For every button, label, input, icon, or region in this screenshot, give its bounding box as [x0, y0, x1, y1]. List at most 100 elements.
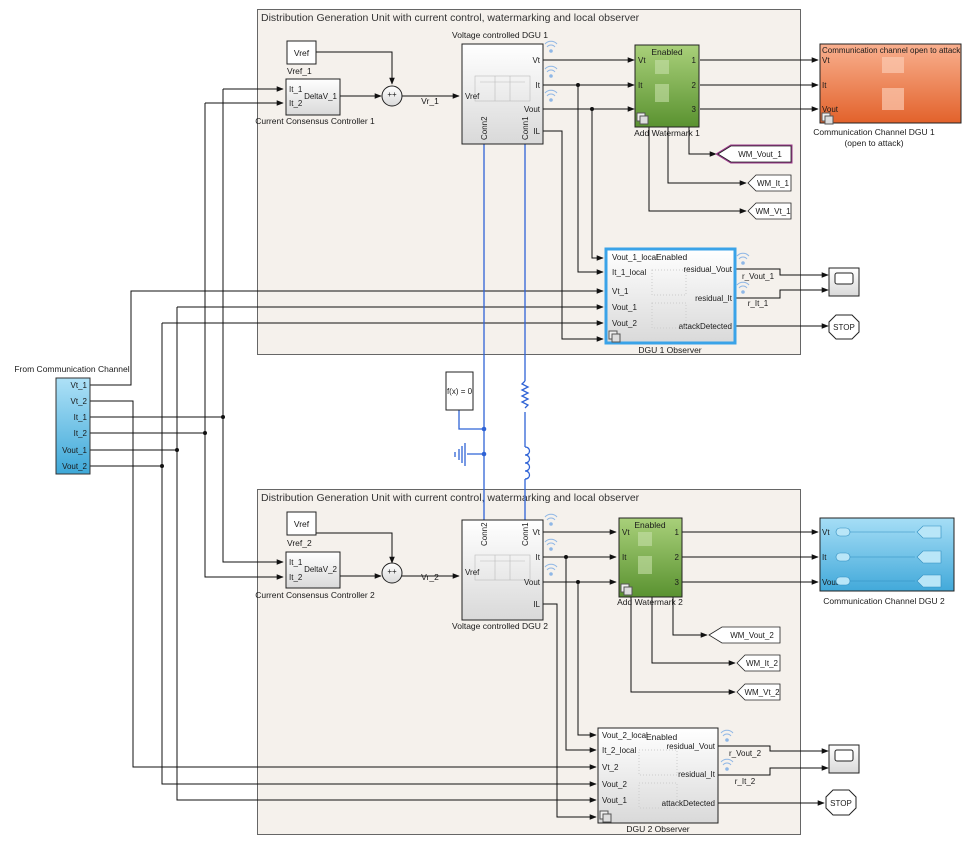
port-label: Vt	[622, 528, 630, 537]
enabled-label: Enabled	[651, 47, 682, 57]
port-label: Vt_1	[612, 287, 629, 296]
port-label: Vout_1	[602, 796, 627, 805]
vref-1-block[interactable]: Vref	[286, 40, 317, 65]
goto-tag-wm-it-2[interactable]: WM_It_2	[736, 654, 781, 672]
goto-label: WM_Vout_1	[738, 150, 782, 159]
port-label: Conn2	[480, 522, 489, 546]
watermark-1-caption: Add Watermark 1	[634, 128, 700, 138]
port-label: 3	[675, 578, 680, 587]
vref-label: Vref	[294, 519, 310, 529]
sum-block-2[interactable]: ++	[381, 562, 403, 584]
from-channel-caption: From Communication Channel	[14, 364, 129, 374]
port-label: It	[622, 553, 627, 562]
port-label: Vout_1_local	[612, 253, 658, 262]
port-label: It	[822, 553, 827, 562]
dgu-1-observer-subsystem[interactable]: Vout_1_local Enabled It_1_local Vt_1 Vou…	[604, 247, 737, 345]
current-consensus-controller-2[interactable]: It_1 It_2 DeltaV_2	[285, 551, 341, 589]
port-label: It	[536, 553, 541, 562]
port-label: 2	[675, 553, 680, 562]
scope-block-1[interactable]	[828, 267, 860, 297]
goto-label: WM_Vt_1	[755, 207, 791, 216]
port-label: 1	[675, 528, 680, 537]
communication-channel-dgu-2[interactable]: Vt It Vout	[819, 517, 955, 592]
vref-1-caption: Vref_1	[287, 66, 312, 76]
scope-block-2[interactable]	[828, 744, 860, 774]
port-label: 2	[692, 81, 697, 90]
port-label: It_2_local	[602, 746, 636, 755]
inductor-icon[interactable]	[524, 446, 531, 480]
signal-label: r_It_1	[748, 299, 769, 308]
enable-port-icon	[821, 112, 834, 125]
stop-block-1[interactable]: STOP	[828, 314, 860, 340]
solver-label: f(x) = 0	[447, 387, 473, 396]
add-watermark-1-subsystem[interactable]: Enabled Vt It 1 2 3	[634, 44, 700, 128]
stop-label: STOP	[830, 799, 852, 808]
wireless-signal-icon	[736, 252, 750, 294]
enable-port-icon	[608, 330, 621, 343]
plant-2-caption: Voltage controlled DGU 2	[452, 621, 548, 631]
port-label: attackDetected	[679, 322, 732, 331]
communication-channel-dgu-1[interactable]: Communication channel open to attack Vt …	[819, 43, 962, 125]
dgu-2-observer-subsystem[interactable]: Vout_2_local Enabled It_2_local Vt_2 Vou…	[597, 727, 719, 824]
port-label: Vt_2	[602, 763, 619, 772]
wire-vt2[interactable]	[90, 400, 597, 770]
port-label: It	[822, 81, 827, 90]
port-label: It_2	[74, 429, 88, 438]
area-title: Distribution Generation Unit with curren…	[261, 12, 640, 24]
observer-2-caption: DGU 2 Observer	[626, 824, 689, 834]
port-label: It_1	[74, 413, 88, 422]
add-watermark-2-subsystem[interactable]: Enabled Vt It 1 2 3	[618, 517, 683, 598]
port-label: Vout_2	[62, 462, 87, 471]
port-label: Vout	[524, 578, 541, 587]
port-label: Vout_2	[612, 319, 637, 328]
wire-vt1[interactable]	[90, 288, 604, 386]
port-label: Vt	[822, 56, 830, 65]
sum-signs: ++	[387, 90, 397, 99]
goto-label: WM_Vt_2	[744, 688, 780, 697]
goto-label: WM_It_1	[757, 179, 790, 188]
port-label: 1	[692, 56, 697, 65]
goto-tag-wm-vout-1[interactable]: WM_Vout_1	[715, 144, 793, 164]
resistor-icon[interactable]	[520, 380, 530, 409]
goto-tag-wm-vt-1[interactable]: WM_Vt_1	[747, 202, 792, 220]
ground-icon[interactable]	[454, 443, 466, 466]
controller-1-caption: Current Consensus Controller 1	[255, 116, 375, 126]
signal-label: Vr_2	[421, 572, 439, 582]
voltage-controlled-dgu-2[interactable]: Vref Vt It Vout IL Conn2 Conn1	[461, 519, 544, 621]
from-channel-block[interactable]: Vt_1 Vt_2 It_1 It_2 Vout_1 Vout_2	[55, 377, 91, 475]
sum-block-1[interactable]: ++	[381, 85, 403, 107]
port-label: attackDetected	[662, 799, 715, 808]
current-consensus-controller-1[interactable]: It_1 It_2 DeltaV_1	[285, 78, 341, 116]
goto-tag-wm-vout-2[interactable]: WM_Vout_2	[708, 626, 781, 644]
wireless-signal-icon	[544, 40, 558, 102]
port-label: It_2	[289, 99, 303, 108]
goto-tag-wm-it-1[interactable]: WM_It_1	[747, 174, 792, 192]
channel-1-caption: Communication Channel DGU 1	[813, 127, 935, 137]
vref-2-caption: Vref_2	[287, 538, 312, 548]
port-label: It_1_local	[612, 268, 646, 277]
goto-tag-wm-vt-2[interactable]: WM_Vt_2	[736, 683, 781, 701]
port-label: IL	[533, 600, 540, 609]
voltage-controlled-dgu-1[interactable]: Vref Vt It Vout IL Conn2 Conn1	[461, 43, 544, 145]
port-label: It_1	[289, 85, 303, 94]
goto-label: WM_Vout_2	[730, 631, 774, 640]
port-label: Vt	[822, 528, 830, 537]
channel-1-caption-sub: (open to attack)	[844, 138, 903, 148]
stop-block-2[interactable]: STOP	[825, 789, 857, 816]
port-label: residual_Vout	[684, 265, 733, 274]
solver-configuration-block[interactable]: f(x) = 0	[445, 371, 474, 411]
port-label: residual_It	[678, 770, 716, 779]
enable-port-icon	[636, 112, 649, 125]
controller-2-caption: Current Consensus Controller 2	[255, 590, 375, 600]
port-label: Vout_2	[602, 780, 627, 789]
port-label: Vout_1	[62, 446, 87, 455]
signal-label: Vr_1	[421, 96, 439, 106]
wireless-signal-icon	[720, 729, 734, 771]
channel-title: Communication channel open to attack	[822, 46, 961, 55]
channel-2-caption: Communication Channel DGU 2	[823, 596, 945, 606]
port-label: Vout	[822, 105, 839, 114]
enabled-label: Enabled	[656, 252, 687, 262]
port-label: Vout	[822, 578, 839, 587]
vref-2-block[interactable]: Vref	[286, 511, 317, 536]
